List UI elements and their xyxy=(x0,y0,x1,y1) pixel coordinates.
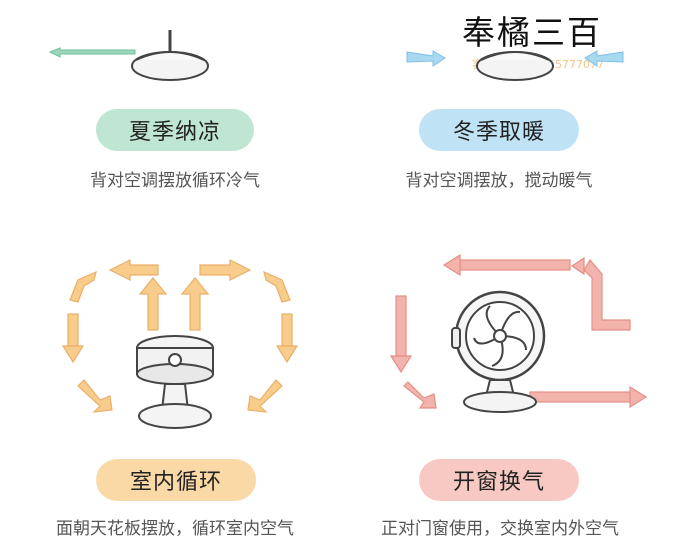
indoor-fan-illustration xyxy=(61,259,299,429)
indoor-mode-caption: 面朝天花板摆放，循环室内空气 xyxy=(56,519,294,539)
indoor-mode-label: 室内循环 xyxy=(96,459,256,501)
window-mode-title: 开窗换气 xyxy=(452,470,545,495)
summer-fan-illustration xyxy=(48,30,209,81)
brand-watermark: 奉橘三百 xyxy=(462,13,602,52)
winter-mode-title: 冬季取暖 xyxy=(452,120,545,145)
window-mode-caption: 正对门窗使用，交换室内外空气 xyxy=(381,519,619,539)
window-mode-label: 开窗换气 xyxy=(419,459,579,501)
winter-mode-caption: 背对空调摆放，搅动暖气 xyxy=(405,171,593,191)
summer-mode-title: 夏季纳凉 xyxy=(128,120,221,145)
summer-mode-caption: 背对空调摆放循环冷气 xyxy=(90,171,260,191)
window-fan-illustration xyxy=(389,253,648,413)
summer-mode-label: 夏季纳凉 xyxy=(96,109,254,151)
indoor-mode-title: 室内循环 xyxy=(129,470,222,495)
winter-fan-illustration xyxy=(406,50,624,81)
winter-mode-label: 冬季取暖 xyxy=(419,109,579,151)
